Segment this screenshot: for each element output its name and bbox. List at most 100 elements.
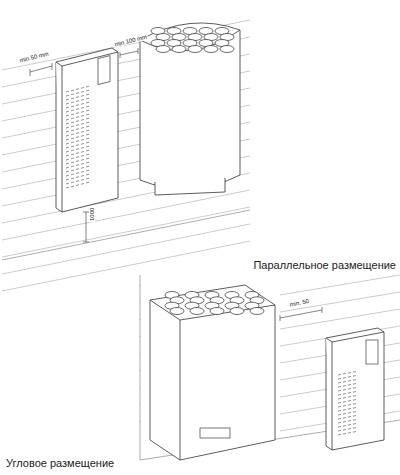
stone <box>230 308 244 315</box>
vent-slot <box>71 110 74 112</box>
vent-slot <box>348 396 351 398</box>
vent-slot <box>348 384 351 386</box>
vent-slot <box>66 155 69 157</box>
vent-slot <box>338 374 341 376</box>
vent-slot <box>71 134 74 136</box>
vent-slot <box>338 434 341 436</box>
vent-slot <box>81 155 84 157</box>
vent-slot <box>71 158 74 160</box>
vent-slot <box>71 90 74 92</box>
vent-slot <box>353 423 356 425</box>
vent-grille <box>66 86 89 188</box>
vent-slot <box>81 139 84 141</box>
vent-slot <box>86 126 89 128</box>
vent-slot <box>353 431 356 433</box>
vent-slot <box>348 376 351 378</box>
vent-slot <box>338 422 341 424</box>
vent-slot <box>348 380 351 382</box>
vent-slot <box>86 90 89 92</box>
vent-slot <box>66 135 69 137</box>
control-unit <box>56 48 118 212</box>
vent-slot <box>81 87 84 89</box>
plank-line <box>280 309 400 329</box>
vent-slot <box>81 111 84 113</box>
vent-slot <box>86 122 89 124</box>
vent-slot <box>71 122 74 124</box>
vent-slot <box>338 406 341 408</box>
vent-slot <box>66 143 69 145</box>
vent-slot <box>81 147 84 149</box>
vent-slot <box>66 123 69 125</box>
vent-slot <box>66 119 69 121</box>
vent-slot <box>76 124 79 126</box>
vent-slot <box>343 377 346 379</box>
vent-slot <box>86 114 89 116</box>
vent-slot <box>71 126 74 128</box>
vent-slot <box>71 130 74 132</box>
stone <box>190 308 204 315</box>
vent-slot <box>348 408 351 410</box>
vent-slot <box>76 144 79 146</box>
vent-slot <box>353 371 356 373</box>
vent-slot <box>81 91 84 93</box>
vent-slot <box>66 127 69 129</box>
vent-slot <box>353 415 356 417</box>
vent-slot <box>353 383 356 385</box>
vent-slot <box>81 171 84 173</box>
vent-slot <box>71 170 74 172</box>
stone <box>220 46 234 53</box>
stone <box>250 308 264 315</box>
vent-slot <box>86 94 89 96</box>
vent-slot <box>338 426 341 428</box>
vent-slot <box>343 429 346 431</box>
vent-slot <box>71 162 74 164</box>
vent-slot <box>66 139 69 141</box>
vent-slot <box>76 172 79 174</box>
vent-slot <box>76 92 79 94</box>
vent-slot <box>81 175 84 177</box>
vent-slot <box>76 156 79 158</box>
vent-slot <box>86 98 89 100</box>
vent-slot <box>66 183 69 185</box>
vent-slot <box>81 115 84 117</box>
stone <box>156 46 170 53</box>
vent-slot <box>86 154 89 156</box>
vent-slot <box>71 114 74 116</box>
heater <box>140 23 240 195</box>
vent-slot <box>86 110 89 112</box>
stone <box>210 308 224 315</box>
vent-slot <box>348 420 351 422</box>
vent-slot <box>71 142 74 144</box>
dimension-label: min 50 mm <box>18 50 50 63</box>
vent-slot <box>66 107 69 109</box>
stones <box>165 292 264 315</box>
vent-slot <box>66 147 69 149</box>
plank-line <box>2 224 250 274</box>
vent-slot <box>86 170 89 172</box>
vent-slot <box>76 160 79 162</box>
vent-slot <box>81 127 84 129</box>
vent-slot <box>76 132 79 134</box>
vent-slot <box>71 94 74 96</box>
vent-slot <box>338 414 341 416</box>
vent-slot <box>353 395 356 397</box>
vent-slot <box>76 116 79 118</box>
vent-slot <box>338 378 341 380</box>
dimension-label: min. 50 <box>288 298 310 308</box>
vent-slot <box>86 134 89 136</box>
stone <box>188 46 202 53</box>
vent-slot <box>86 118 89 120</box>
vent-slot <box>81 159 84 161</box>
vent-slot <box>343 433 346 435</box>
vent-slot <box>348 412 351 414</box>
vent-slot <box>338 430 341 432</box>
vent-slot <box>353 427 356 429</box>
vent-slot <box>81 179 84 181</box>
vent-slot <box>71 138 74 140</box>
stone <box>172 46 186 53</box>
vent-slot <box>66 99 69 101</box>
vent-slot <box>86 138 89 140</box>
vent-slot <box>71 186 74 188</box>
vent-slot <box>66 175 69 177</box>
